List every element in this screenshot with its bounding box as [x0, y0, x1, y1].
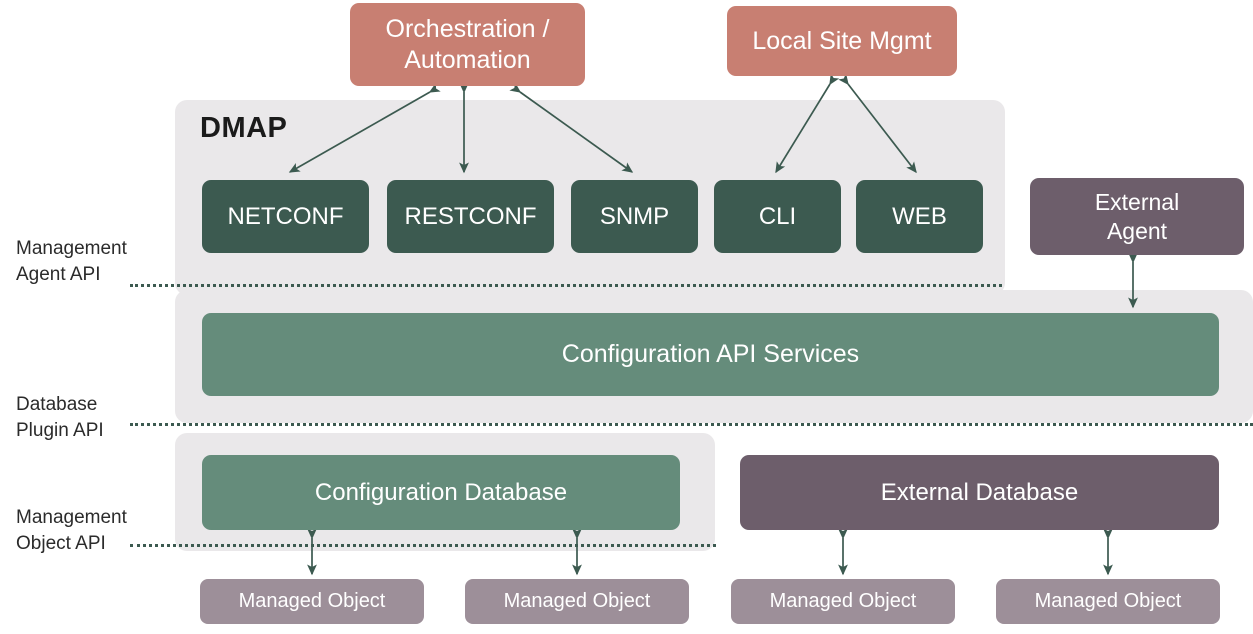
database-plugin-api-label: Database Plugin API: [16, 394, 104, 441]
external-agent-box[interactable]: External Agent: [1030, 178, 1244, 255]
local-site-mgmt-box[interactable]: Local Site Mgmt: [727, 6, 957, 76]
management-agent-api-label: Management Agent API: [16, 238, 127, 285]
managed-object-box-3[interactable]: Managed Object: [731, 579, 955, 624]
management-object-api-divider: [130, 544, 716, 547]
dmap-title: DMAP: [200, 112, 288, 144]
cli-box[interactable]: CLI: [714, 180, 841, 253]
configuration-database-box[interactable]: Configuration Database: [202, 455, 680, 530]
management-agent-api-divider: [130, 284, 1002, 287]
managed-object-box-4[interactable]: Managed Object: [996, 579, 1220, 624]
database-plugin-api-divider: [130, 423, 1253, 426]
restconf-box[interactable]: RESTCONF: [387, 180, 554, 253]
managed-object-box-2[interactable]: Managed Object: [465, 579, 689, 624]
external-database-box[interactable]: External Database: [740, 455, 1219, 530]
configuration-api-services-box[interactable]: Configuration API Services: [202, 313, 1219, 396]
orchestration-automation-box[interactable]: Orchestration / Automation: [350, 3, 585, 86]
web-box[interactable]: WEB: [856, 180, 983, 253]
netconf-box[interactable]: NETCONF: [202, 180, 369, 253]
managed-object-box-1[interactable]: Managed Object: [200, 579, 424, 624]
management-object-api-label: Management Object API: [16, 507, 127, 554]
snmp-box[interactable]: SNMP: [571, 180, 698, 253]
